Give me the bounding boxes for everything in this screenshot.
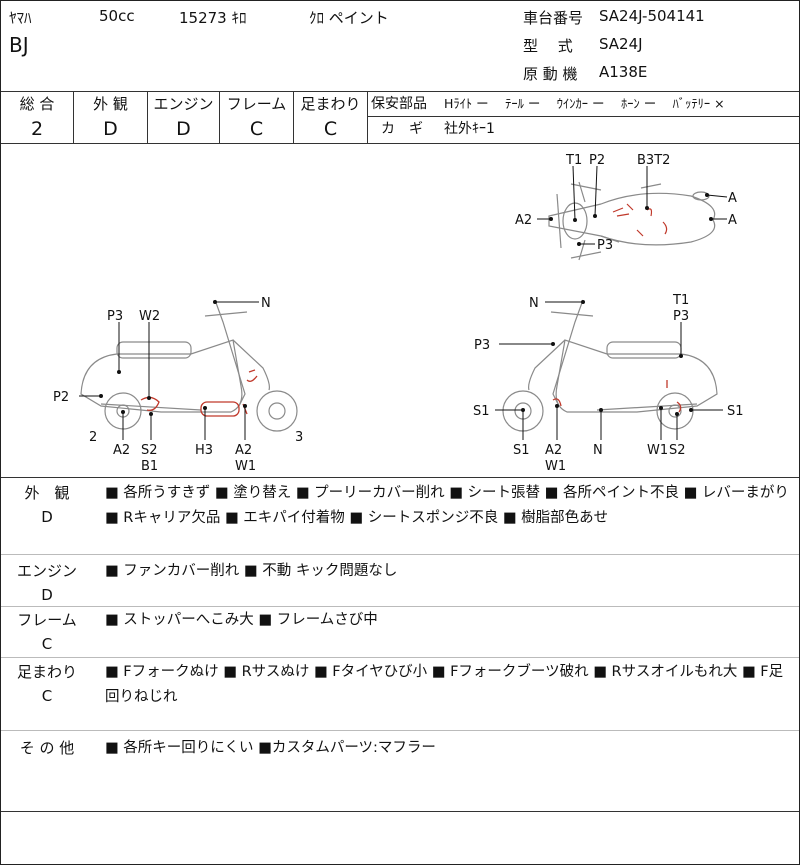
key-label: カ ギ	[381, 121, 423, 137]
grade-header-exterior: 外 観	[93, 95, 128, 113]
grade-header-engine: エンジン	[153, 95, 214, 113]
frame-no-label: 車台番号	[523, 9, 584, 27]
label-left-b1: B1	[141, 459, 158, 474]
label-right-t1: T1	[672, 293, 689, 308]
safety-items: Hﾗｲﾄ ー ﾃｰﾙ ー ｳｲﾝｶｰ ー ﾎｰﾝ ー ﾊﾞｯﾃﾘｰ ×	[444, 96, 725, 111]
engine-value: A138E	[599, 63, 648, 81]
notes-suspension-category: 足まわり	[16, 663, 77, 681]
scooter-left-view	[80, 299, 298, 432]
notes-frame-category: フレーム	[17, 611, 77, 629]
label-left-w2: W2	[139, 309, 160, 324]
grade-header-suspension: 足まわり	[300, 95, 361, 113]
engine-label: 原 動 機	[523, 65, 578, 83]
label-top-a2: A	[728, 213, 737, 228]
damage-diagram: T1 P2 B3T2 A A A2 P3	[53, 153, 744, 474]
notes-suspension-grade: C	[41, 687, 53, 705]
key-value: 社外ｷｰ1	[444, 121, 495, 137]
label-right-s1b: S1	[513, 443, 530, 458]
label-right-n: N	[529, 296, 539, 311]
label-left-a2b: A2	[235, 443, 252, 458]
mileage: 15273 ｷﾛ	[179, 9, 247, 27]
notes-frame-text: ■ ストッパーへこみ大 ■ フレームさび中	[105, 612, 378, 628]
notes-exterior-category: 外 観	[24, 484, 70, 502]
label-left-n: N	[261, 296, 271, 311]
label-right-w1b: W1	[647, 443, 668, 458]
label-right-a2: A2	[545, 443, 562, 458]
label-left-3: 3	[295, 430, 303, 445]
label-top-p2: P2	[589, 153, 605, 168]
grade-suspension: C	[323, 118, 338, 140]
notes-frame-grade: C	[41, 635, 53, 653]
grade-header-frame: フレーム	[226, 95, 287, 113]
type-value: SA24J	[599, 35, 643, 53]
grade-header-overall: 総 合	[19, 95, 55, 113]
scooter-right-view	[502, 299, 718, 432]
label-left-p3: P3	[107, 309, 123, 324]
label-top-b3t2: B3T2	[637, 153, 670, 168]
label-left-a2: A2	[113, 443, 130, 458]
maker: ﾔﾏﾊ	[9, 9, 32, 27]
notes-exterior-text: ■ 各所うすきず ■ 塗り替え ■ プーリーカバー削れ ■ シート張替 ■ 各所…	[105, 485, 789, 526]
notes-engine-grade: D	[41, 586, 53, 604]
grade-engine: D	[176, 118, 191, 140]
label-top-t1: T1	[565, 153, 582, 168]
notes-suspension-text: ■ Fフォークぬけ ■ Rサスぬけ ■ Fタイヤひび小 ■ Fフォークブーツ破れ…	[105, 664, 784, 705]
label-right-s1c: S1	[727, 404, 744, 419]
notes-exterior-grade: D	[41, 508, 53, 526]
label-left-p2: P2	[53, 390, 69, 405]
label-left-w1: W1	[235, 459, 256, 474]
notes-other-text: ■ 各所キー回りにくい ■カスタムパーツ:マフラー	[105, 740, 436, 756]
label-right-n2: N	[593, 443, 603, 458]
label-left-h3: H3	[195, 443, 213, 458]
damage-marks-left	[140, 369, 258, 417]
model-name: BJ	[9, 33, 29, 57]
grade-exterior: D	[103, 118, 118, 140]
safety-label: 保安部品	[371, 96, 427, 112]
label-right-s2: S2	[669, 443, 686, 458]
label-right-w1: W1	[545, 459, 566, 474]
label-left-s2: S2	[141, 443, 158, 458]
label-right-p3: P3	[673, 309, 689, 324]
color: ｸﾛ ペイント	[309, 9, 389, 27]
label-top-p3: P3	[597, 238, 613, 253]
frame-no: SA24J-504141	[599, 7, 705, 25]
notes-other-category: そ の 他	[19, 739, 75, 757]
label-right-p3b: P3	[474, 338, 490, 353]
displacement: 50cc	[99, 7, 135, 25]
damage-marks-right	[552, 380, 682, 413]
damage-marks-top	[612, 203, 668, 237]
type-label: 型 式	[523, 37, 573, 55]
label-top-a2-left: A2	[515, 213, 532, 228]
label-right-s1a: S1	[473, 404, 490, 419]
notes-engine-category: エンジン	[16, 562, 77, 580]
grade-frame: C	[249, 118, 264, 140]
label-top-a1: A	[728, 191, 737, 206]
grade-overall: 2	[30, 118, 44, 140]
notes-engine-text: ■ ファンカバー削れ ■ 不動 キック問題なし	[105, 563, 398, 579]
label-left-2: 2	[89, 430, 97, 445]
